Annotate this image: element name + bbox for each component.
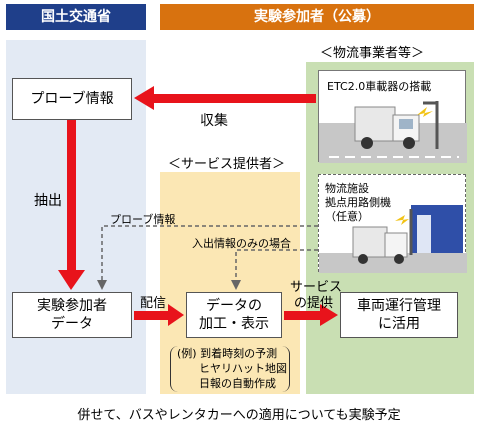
service-label-line1: サービス bbox=[290, 280, 343, 295]
example-arrival-prediction: (例) 到着時刻の予測 bbox=[177, 347, 278, 360]
facility-caption-line1: 物流施設 bbox=[325, 182, 369, 195]
probe-info-dashed-line bbox=[101, 225, 318, 282]
data-processing-line1: データの bbox=[206, 298, 262, 314]
footer-note: 併せて、バスやレンタカーへの適用についても実験予定 bbox=[77, 408, 401, 423]
service-arrow-head bbox=[320, 304, 338, 326]
examples-list: (例) 到着時刻の予測 ヒヤリハット地図 日報の自動作成 bbox=[170, 346, 290, 392]
collect-arrow-body bbox=[150, 94, 316, 103]
fleet-management-box: 車両運行管理 に活用 bbox=[340, 292, 458, 338]
example-near-miss-map: ヒヤリハット地図 bbox=[199, 362, 287, 375]
service-group-label: ＜サービス提供者＞ bbox=[168, 157, 286, 172]
data-processing-line2: 加工・表示 bbox=[199, 316, 269, 332]
data-processing-box: データの 加工・表示 bbox=[186, 292, 282, 338]
inout-dashed-head bbox=[231, 280, 241, 290]
example-daily-report: 日報の自動作成 bbox=[199, 377, 276, 390]
participant-data-box: 実験参加者 データ bbox=[12, 292, 132, 338]
etc-truck-illustration bbox=[319, 101, 467, 163]
deliver-arrow-head bbox=[168, 304, 184, 326]
facility-caption-line3: （任意） bbox=[325, 210, 369, 223]
facility-caption-line2: 拠点用路側機 bbox=[325, 196, 391, 209]
etc-caption: ETC2.0車載器の搭載 bbox=[327, 80, 432, 93]
inout-info-dashed-label: 入出情報のみの場合 bbox=[192, 237, 291, 250]
participant-data-line2: データ bbox=[51, 316, 93, 332]
participants-header: 実験参加者（公募） bbox=[160, 4, 474, 30]
extract-label: 抽出 bbox=[34, 193, 62, 209]
logistics-group-label: ＜物流事業者等＞ bbox=[320, 46, 425, 61]
service-label-line2: の提供 bbox=[294, 296, 334, 311]
participant-data-line1: 実験参加者 bbox=[37, 298, 107, 314]
collect-label: 収集 bbox=[200, 113, 228, 129]
facility-illustration bbox=[319, 205, 467, 273]
service-panel bbox=[160, 172, 300, 394]
deliver-arrow-body bbox=[134, 311, 170, 320]
probe-info-dashed-label: プローブ情報 bbox=[110, 213, 176, 226]
deliver-label: 配信 bbox=[140, 296, 167, 311]
fleet-management-line1: 車両運行管理 bbox=[357, 298, 441, 314]
probe-info-label: プローブ情報 bbox=[30, 91, 114, 107]
etc-photo-frame: ETC2.0車載器の搭載 bbox=[318, 70, 467, 163]
probe-info-dashed-head bbox=[97, 280, 107, 290]
extract-arrow-head bbox=[58, 270, 85, 290]
fleet-management-line2: に活用 bbox=[378, 316, 420, 332]
service-arrow-body bbox=[284, 311, 322, 320]
extract-arrow-body bbox=[67, 120, 76, 272]
facility-photo-frame: 物流施設 拠点用路側機 （任意） bbox=[318, 174, 467, 273]
collect-arrow-head bbox=[134, 86, 154, 110]
probe-info-box: プローブ情報 bbox=[12, 78, 132, 120]
mlit-header: 国土交通省 bbox=[6, 4, 146, 30]
